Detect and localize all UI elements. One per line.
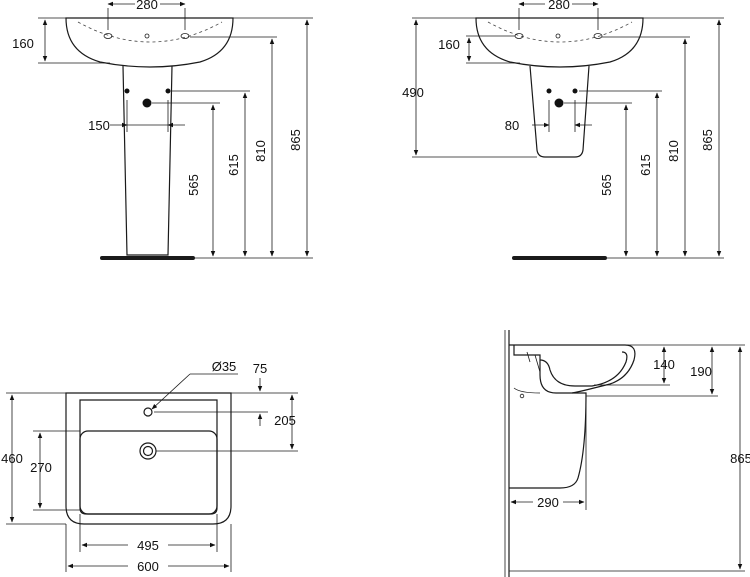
plan-view: Ø35 75 205 460 270 495 600 — [1, 359, 298, 574]
dim-rim-height: 810 — [253, 140, 268, 162]
dim-tap-offset: 75 — [253, 361, 267, 376]
pedestal — [122, 65, 173, 256]
tap-hole-left — [103, 33, 113, 39]
dim-supply-height-semi: 615 — [638, 154, 653, 176]
dim-overall-depth: 460 — [1, 451, 23, 466]
dim-waste-width: 150 — [88, 118, 110, 133]
dim-rim-depth-side: 190 — [690, 364, 712, 379]
dim-rim-height-semi: 810 — [666, 140, 681, 162]
dim-tap-depth: 160 — [12, 36, 34, 51]
dim-overall-width: 600 — [137, 559, 159, 574]
semi-pedestal-side — [509, 392, 587, 489]
dim-projection-side: 290 — [537, 495, 559, 510]
dim-tap-spacing-semi: 280 — [548, 0, 570, 12]
basin-side-profile — [509, 344, 636, 394]
dim-waste-height: 565 — [186, 174, 201, 196]
dim-tap-spacing: 280 — [136, 0, 158, 12]
semi-pedestal — [529, 65, 590, 158]
dim-waste-height-semi: 565 — [599, 174, 614, 196]
tap-hole-right — [180, 33, 190, 39]
dim-bowl-depth-side: 140 — [653, 357, 675, 372]
basin-plan-outline — [65, 392, 232, 525]
dim-tap-hole-diameter: Ø35 — [212, 359, 237, 374]
waste-plan — [139, 442, 157, 460]
side-view: 140 190 865 290 — [504, 330, 750, 577]
tap-hole-plan — [143, 407, 153, 417]
front-view-pedestal: 280 160 150 565 615 810 865 — [12, 0, 313, 260]
waste-outlet — [142, 98, 152, 108]
basin-outline — [65, 17, 234, 68]
dim-waste-width-semi: 80 — [505, 118, 519, 133]
bowl-plan — [79, 430, 218, 515]
dim-total-height-side: 865 — [730, 451, 750, 466]
dim-total-height-semi: 865 — [700, 129, 715, 151]
dim-total-height: 865 — [288, 129, 303, 151]
dim-tap-depth-semi: 160 — [438, 37, 460, 52]
basin-outline-semi — [475, 17, 644, 68]
front-view-semi-pedestal: 280 160 490 80 565 615 810 865 — [402, 0, 724, 260]
dim-bowl-width: 495 — [137, 538, 159, 553]
dim-supply-height: 615 — [226, 154, 241, 176]
dim-waste-offset: 205 — [274, 413, 296, 428]
dim-bowl-depth: 270 — [30, 460, 52, 475]
dim-bowl-height-semi: 490 — [402, 85, 424, 100]
